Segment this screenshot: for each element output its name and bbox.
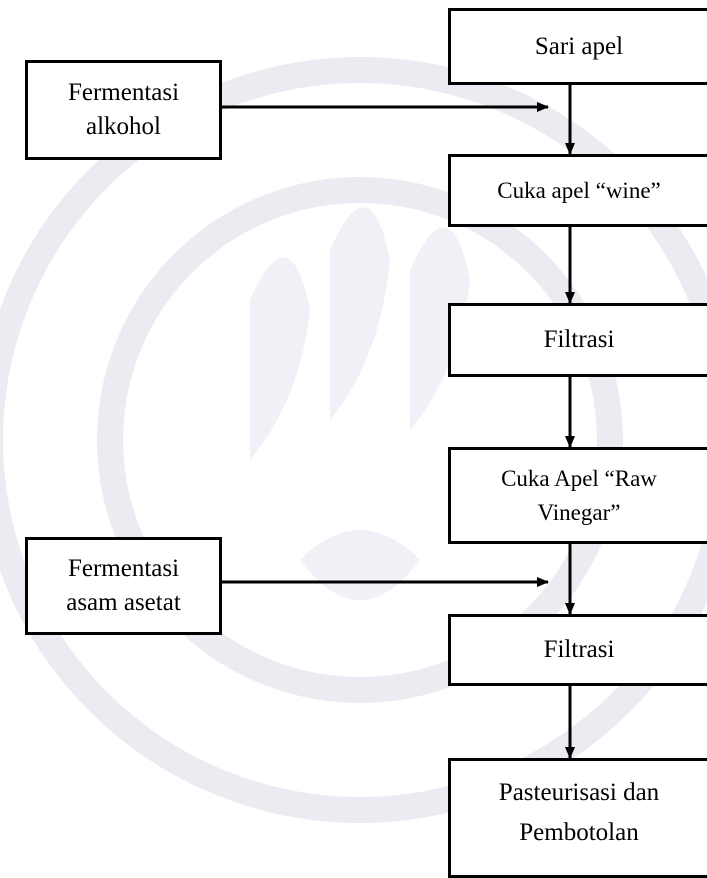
step-label: Pasteurisasi dan Pembotolan: [498, 779, 660, 846]
step-label: Filtrasi: [543, 636, 615, 663]
input-fermentasi-asam-asetat: Fermentasi asam asetat: [25, 537, 222, 635]
step-cuka-apel-raw-vinegar: Cuka Apel “Raw Vinegar”: [448, 447, 707, 544]
step-filtrasi-1: Filtrasi: [448, 303, 707, 377]
input-label: Fermentasi asam asetat: [66, 555, 181, 616]
input-fermentasi-alkohol: Fermentasi alkohol: [25, 60, 222, 160]
step-pasteurisasi-pembotolan: Pasteurisasi dan Pembotolan: [448, 758, 707, 878]
step-label: Cuka Apel “Raw Vinegar”: [501, 466, 657, 525]
step-filtrasi-2: Filtrasi: [448, 614, 707, 686]
step-label: Cuka apel “wine”: [497, 177, 661, 203]
step-sari-apel: Sari apel: [448, 8, 707, 85]
input-label: Fermentasi alkohol: [67, 79, 180, 140]
step-label: Sari apel: [534, 32, 624, 60]
step-cuka-apel-wine: Cuka apel “wine”: [448, 154, 707, 227]
step-label: Filtrasi: [543, 326, 615, 353]
